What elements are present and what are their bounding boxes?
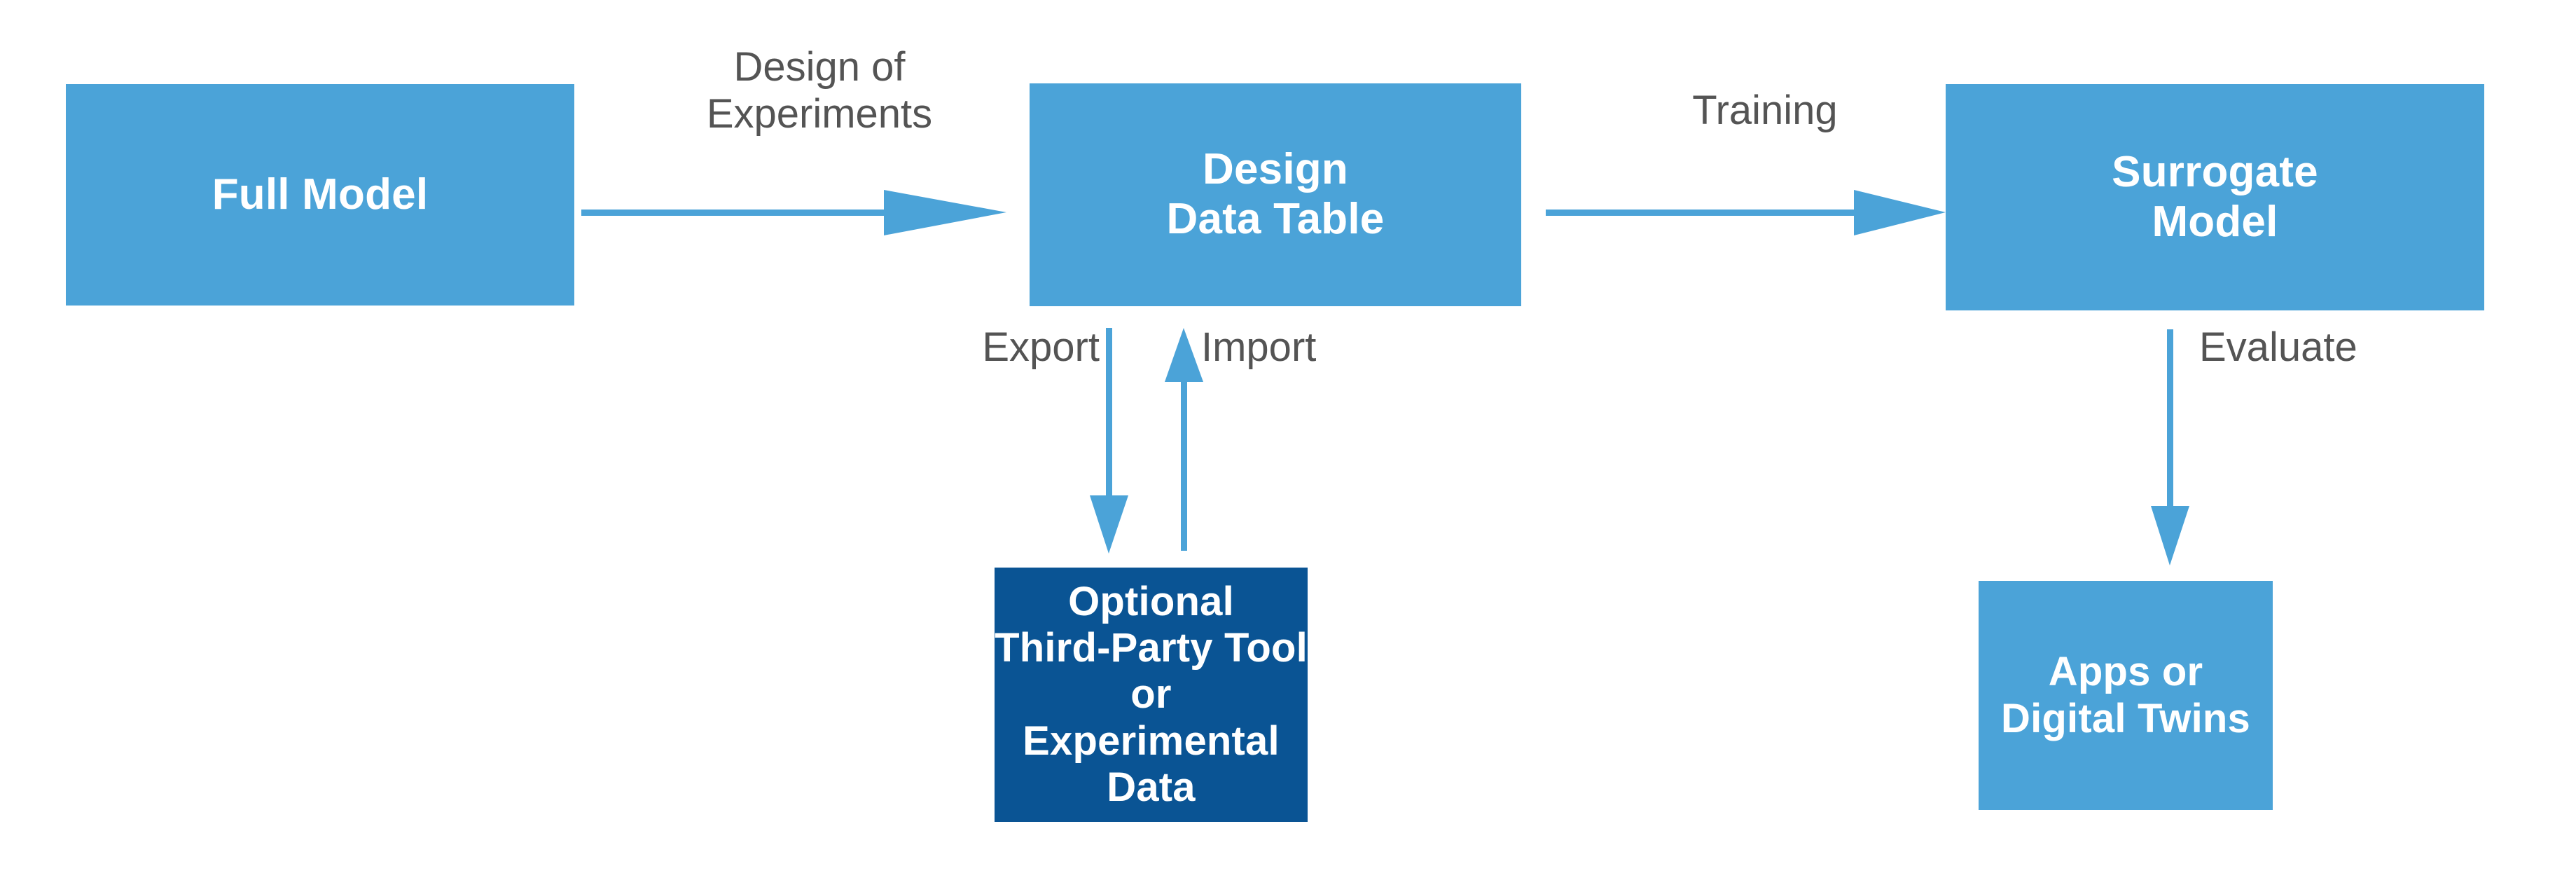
node-surrogate-model[interactable]: Surrogate Model	[1946, 84, 2484, 310]
node-optional-third-party-tool-label: Optional Third-Party Tool or Experimenta…	[995, 579, 1308, 810]
arrow-design-of-experiments	[581, 190, 1006, 235]
node-design-data-table[interactable]: Design Data Table	[1030, 83, 1521, 306]
edge-label-export: Export	[982, 324, 1100, 370]
arrow-import	[1165, 328, 1203, 551]
node-design-data-table-label: Design Data Table	[1166, 145, 1385, 243]
arrow-evaluate	[2151, 329, 2189, 565]
node-surrogate-model-label: Surrogate Model	[2112, 147, 2318, 246]
node-full-model[interactable]: Full Model	[66, 84, 574, 306]
edge-label-import: Import	[1201, 324, 1317, 370]
node-optional-third-party-tool[interactable]: Optional Third-Party Tool or Experimenta…	[995, 568, 1308, 822]
arrow-training	[1546, 190, 1946, 235]
edge-label-training: Training	[1692, 88, 1838, 133]
edge-label-design-of-experiments: Design of Experiments	[706, 44, 933, 137]
edge-label-evaluate: Evaluate	[2199, 324, 2357, 370]
node-apps-or-digital-twins[interactable]: Apps or Digital Twins	[1979, 581, 2273, 810]
node-full-model-label: Full Model	[212, 170, 429, 219]
node-apps-or-digital-twins-label: Apps or Digital Twins	[2001, 649, 2250, 741]
